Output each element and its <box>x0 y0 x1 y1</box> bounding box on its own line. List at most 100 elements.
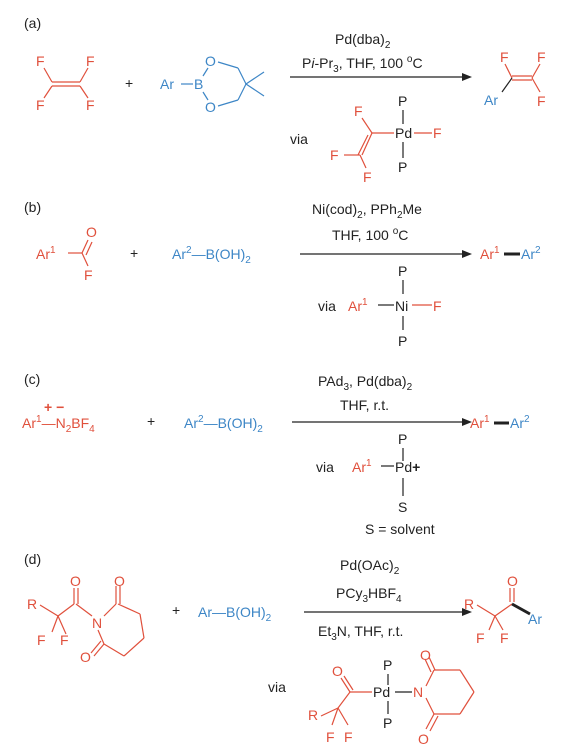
panel-d-label: (d) <box>24 551 41 567</box>
reaction-condition-catalyst: Pd(OAc)2 <box>340 557 400 577</box>
phosphine-ligand: P <box>383 715 392 731</box>
phosphine-ligand: P <box>383 657 392 673</box>
reaction-condition-catalyst: Pd(dba)2 <box>335 31 391 51</box>
r-group: R <box>464 596 474 612</box>
fluorine-atom: F <box>344 729 353 745</box>
aryl-group: Ar <box>160 76 174 92</box>
carbonyl-oxygen: O <box>420 647 431 663</box>
product-trifluorostyrene: F F F Ar <box>484 49 546 109</box>
arrow-head <box>462 250 472 258</box>
product-biaryl: Ar1 Ar2 <box>480 245 541 262</box>
phosphine-ligand: P <box>398 263 407 279</box>
r-group: R <box>308 707 318 723</box>
carbonyl-oxygen: O <box>507 573 518 589</box>
aryl-diazonium: Ar1—N2BF4 <box>22 414 95 435</box>
tetrafluoroethylene: F F F F <box>36 53 95 113</box>
plus-sign: + <box>172 602 180 618</box>
fluorine-atom: F <box>363 169 372 185</box>
solvent-note: S = solvent <box>365 521 435 537</box>
fluorine-atom: F <box>500 49 509 65</box>
fluorine-atom: F <box>86 53 95 69</box>
product-biaryl: Ar1 Ar2 <box>470 414 530 431</box>
carbonyl-oxygen: O <box>70 573 81 589</box>
cationic-palladium-intermediate: P Ar1 Pd+ S S = solvent <box>352 431 435 537</box>
phosphine-ligand: P <box>398 93 407 109</box>
aryl-boronic-acid: Ar2—B(OH)2 <box>172 245 251 266</box>
aryl-group-1: Ar1 <box>480 245 500 262</box>
aryl-group: Ar1 <box>348 297 368 314</box>
aryl-boronate: Ar B O O <box>160 53 265 115</box>
oxygen-atom: O <box>205 99 216 115</box>
fluorine-atom: F <box>537 49 546 65</box>
aryl-group-1: Ar1 <box>470 414 490 431</box>
aryl-boronic-acid: Ar—B(OH)2 <box>198 604 272 624</box>
fluoride-ligand: F <box>433 298 442 314</box>
fluorine-atom: F <box>36 97 45 113</box>
imide-nitrogen: N <box>413 684 423 700</box>
palladium-atom: Pd+ <box>395 459 420 475</box>
fluorine-atom: F <box>537 93 546 109</box>
reaction-condition-solvent: THF, 100 oC <box>332 226 408 243</box>
fluorine-atom: F <box>354 103 363 119</box>
panel-d: (d) R F F O N O O <box>24 551 542 747</box>
panel-c: (c) + − Ar1—N2BF4 + Ar2—B(OH)2 PAd3, Pd(… <box>22 371 530 537</box>
fluorine-atom: F <box>476 630 485 646</box>
nickel-acyl-fluoride-intermediate: P Ar1 Ni F P <box>348 263 442 349</box>
carbonyl-oxygen: O <box>418 731 429 747</box>
imide-nitrogen: N <box>92 615 102 631</box>
fluorine-atom: F <box>326 729 335 745</box>
palladium-atom: Pd <box>373 684 390 700</box>
aryl-group-2: Ar2 <box>521 245 541 262</box>
panel-b-label: (b) <box>24 199 41 215</box>
fluorine-atom: F <box>500 630 509 646</box>
panel-c-label: (c) <box>24 371 40 387</box>
arrow-head <box>462 608 472 616</box>
palladium-acyl-amido-intermediate: R F F O P Pd P N O <box>308 647 475 747</box>
panel-b: (b) Ar1 O F + Ar2—B(OH)2 Ni(cod)2, PPh2M… <box>24 199 541 349</box>
via-label: via <box>290 131 308 147</box>
fluorine-atom: F <box>84 267 93 283</box>
arrow-head <box>462 73 472 81</box>
product-difluoro-ketone: R F F O Ar <box>464 573 542 646</box>
reaction-condition-ligand: PCy3HBF4 <box>336 585 402 605</box>
aryl-group: Ar1 <box>36 245 56 262</box>
reaction-condition-catalyst: Ni(cod)2, PPh2Me <box>312 201 422 221</box>
fluoride-ligand: F <box>433 125 442 141</box>
charge-marks: + − <box>44 399 64 415</box>
panel-a-label: (a) <box>24 15 41 31</box>
panel-a: (a) F F F F + Ar B O O <box>24 15 546 185</box>
fluorine-atom: F <box>60 632 69 648</box>
via-label: via <box>318 298 336 314</box>
fluorine-atom: F <box>330 147 339 163</box>
phosphine-ligand: P <box>398 431 407 447</box>
palladium-trifluorovinyl-intermediate: P Pd P F F F F <box>330 93 442 185</box>
plus-sign: + <box>125 75 133 91</box>
r-group: R <box>27 596 37 612</box>
aryl-diazonium-salt: + − Ar1—N2BF4 <box>22 399 95 435</box>
reaction-condition-solvent: THF, r.t. <box>340 397 389 413</box>
fluorine-atom: F <box>86 97 95 113</box>
plus-sign: + <box>147 413 155 429</box>
aryl-boronic-acid: Ar2—B(OH)2 <box>184 414 263 435</box>
fluorine-atom: F <box>37 632 46 648</box>
acyl-fluoride: Ar1 O F <box>36 224 97 283</box>
aryl-group-2: Ar2 <box>510 414 530 431</box>
fluorine-atom: F <box>36 53 45 69</box>
aryl-group: Ar <box>528 611 542 627</box>
n-acyl-glutarimide: R F F O N O O <box>27 573 145 665</box>
via-label: via <box>268 679 286 695</box>
boron-atom: B <box>194 76 203 92</box>
aryl-group: Ar <box>484 92 498 108</box>
carbonyl-oxygen: O <box>80 649 91 665</box>
carbonyl-oxygen: O <box>332 663 343 679</box>
aryl-group: Ar1 <box>352 458 372 475</box>
phosphine-ligand: P <box>398 159 407 175</box>
carbonyl-oxygen: O <box>86 224 97 240</box>
arrow-head <box>462 418 472 426</box>
oxygen-atom: O <box>205 53 216 69</box>
palladium-atom: Pd <box>395 125 412 141</box>
reaction-condition-base-solvent: Et3N, THF, r.t. <box>318 623 403 643</box>
plus-sign: + <box>130 245 138 261</box>
nickel-atom: Ni <box>395 298 408 314</box>
